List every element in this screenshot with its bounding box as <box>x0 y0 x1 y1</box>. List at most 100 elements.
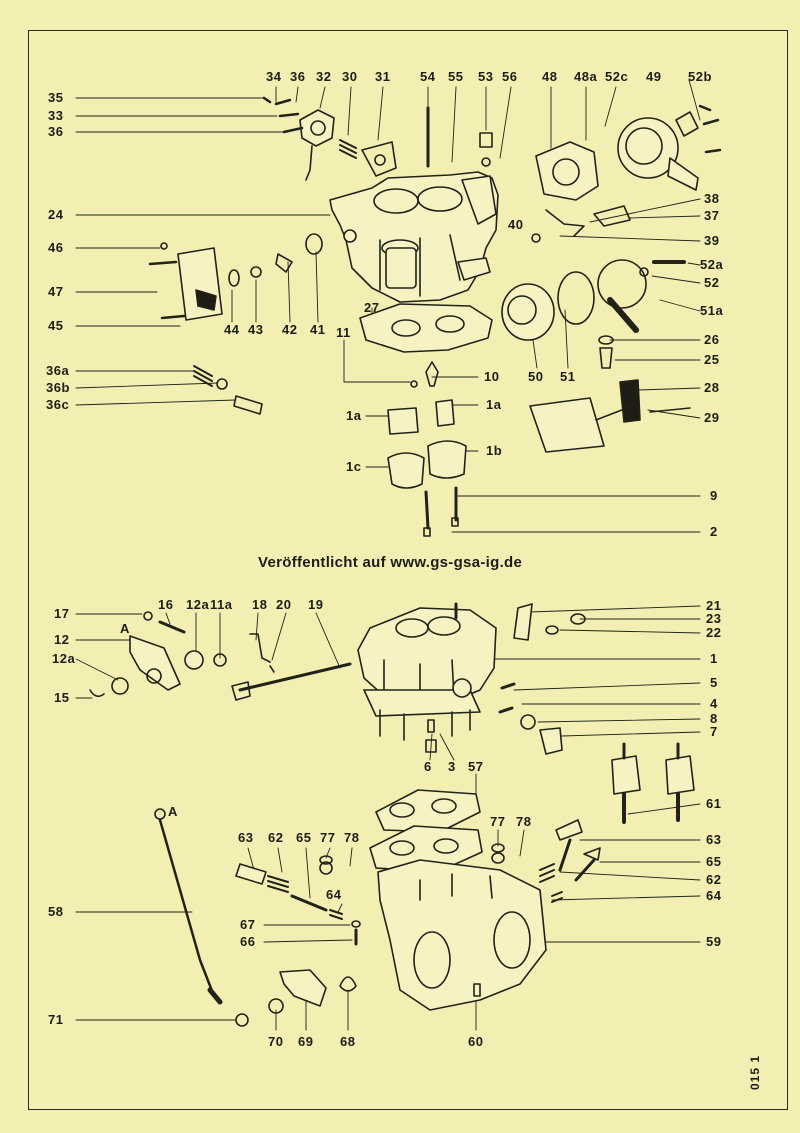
callout-67: 67 <box>240 917 256 932</box>
callout-38: 38 <box>704 191 720 206</box>
callout-34: 34 <box>266 69 282 84</box>
callout-1c: 1c <box>346 459 362 474</box>
callout-12a-top: 12a <box>186 597 210 612</box>
callout-71: 71 <box>48 1012 64 1027</box>
callout-41: 41 <box>310 322 326 337</box>
callout-29: 29 <box>704 410 720 425</box>
publication-watermark: Veröffentlicht auf www.gs-gsa-ig.de <box>258 554 523 571</box>
callout-52a: 52a <box>700 257 724 272</box>
callout-1a-left: 1a <box>346 408 362 423</box>
callout-62-right: 62 <box>706 872 722 887</box>
callout-11a: 11a <box>210 597 233 612</box>
callout-39: 39 <box>704 233 720 248</box>
callout-55: 55 <box>448 69 464 84</box>
top-main-carburettor-body <box>329 171 499 303</box>
callout-36a: 36a <box>46 363 70 378</box>
callout-68: 68 <box>340 1034 356 1049</box>
callout-51: 51 <box>560 369 576 384</box>
callout-27: 27 <box>364 300 380 315</box>
callout-12: 12 <box>54 632 70 647</box>
callout-53: 53 <box>478 69 494 84</box>
callout-62-left: 62 <box>268 830 284 845</box>
callout-64-right: 64 <box>706 888 722 903</box>
callout-2: 2 <box>710 524 718 539</box>
callout-77-right: 77 <box>490 814 506 829</box>
callout-12a-left: 12a <box>52 651 76 666</box>
callout-78-right: 78 <box>516 814 532 829</box>
callout-57: 57 <box>468 759 484 774</box>
callout-49: 49 <box>646 69 662 84</box>
callout-6: 6 <box>424 759 432 774</box>
callout-45: 45 <box>48 318 64 333</box>
callout-40: 40 <box>508 217 524 232</box>
callout-16: 16 <box>158 597 174 612</box>
document-code: 015 1 <box>748 1054 762 1090</box>
callout-44: 44 <box>224 322 240 337</box>
callout-A-lever: A <box>120 621 130 636</box>
callout-19: 19 <box>308 597 324 612</box>
callout-28: 28 <box>704 380 720 395</box>
callout-1a-right: 1a <box>486 397 502 412</box>
callout-48a: 48a <box>574 69 598 84</box>
callout-20: 20 <box>276 597 292 612</box>
callout-18: 18 <box>252 597 268 612</box>
callout-65-right: 65 <box>706 854 722 869</box>
callout-5: 5 <box>710 675 718 690</box>
callout-69: 69 <box>298 1034 314 1049</box>
bottom-main-carburettor-body <box>357 602 497 741</box>
callout-31: 31 <box>375 69 391 84</box>
callout-66: 66 <box>240 934 256 949</box>
callout-60: 60 <box>468 1034 484 1049</box>
callout-43: 43 <box>248 322 264 337</box>
callout-23: 23 <box>706 611 722 626</box>
bottom-small-parts <box>89 603 695 1027</box>
callout-56: 56 <box>502 69 518 84</box>
callout-51a: 51a <box>700 303 724 318</box>
callout-52c: 52c <box>605 69 629 84</box>
callout-7: 7 <box>710 724 718 739</box>
callout-33: 33 <box>48 108 64 123</box>
callout-77-left: 77 <box>320 830 336 845</box>
callout-42: 42 <box>282 322 298 337</box>
callout-70: 70 <box>268 1034 284 1049</box>
callout-1: 1 <box>710 651 718 666</box>
callout-10: 10 <box>484 369 500 384</box>
callout-64-left: 64 <box>326 887 342 902</box>
callout-63-right: 63 <box>706 832 722 847</box>
callout-52: 52 <box>704 275 720 290</box>
callout-54: 54 <box>420 69 436 84</box>
callout-26: 26 <box>704 332 720 347</box>
callout-17: 17 <box>54 606 70 621</box>
callout-36-left: 36 <box>48 124 64 139</box>
callout-9: 9 <box>710 488 718 503</box>
callout-37: 37 <box>704 208 720 223</box>
callout-47: 47 <box>48 284 64 299</box>
top-leader-lines <box>75 79 701 533</box>
callout-30: 30 <box>342 69 358 84</box>
callout-8: 8 <box>710 711 718 726</box>
callout-21: 21 <box>706 598 722 613</box>
page-frame <box>28 30 788 1110</box>
callout-1b: 1b <box>486 443 503 458</box>
callout-35: 35 <box>48 90 64 105</box>
callout-36c: 36c <box>46 397 70 412</box>
callout-22: 22 <box>706 625 722 640</box>
callout-46: 46 <box>48 240 64 255</box>
callout-3: 3 <box>448 759 456 774</box>
callout-A-rod: A <box>168 804 178 819</box>
callout-52b: 52b <box>688 69 712 84</box>
callout-32: 32 <box>316 69 332 84</box>
callout-15: 15 <box>54 690 70 705</box>
callout-61: 61 <box>706 796 722 811</box>
callout-59: 59 <box>706 934 722 949</box>
callout-36b: 36b <box>46 380 70 395</box>
callout-58: 58 <box>48 904 64 919</box>
callout-63-left: 63 <box>238 830 254 845</box>
callout-50: 50 <box>528 369 544 384</box>
callout-4: 4 <box>710 696 718 711</box>
callout-48: 48 <box>542 69 558 84</box>
callout-25: 25 <box>704 352 720 367</box>
callout-11: 11 <box>336 325 351 340</box>
